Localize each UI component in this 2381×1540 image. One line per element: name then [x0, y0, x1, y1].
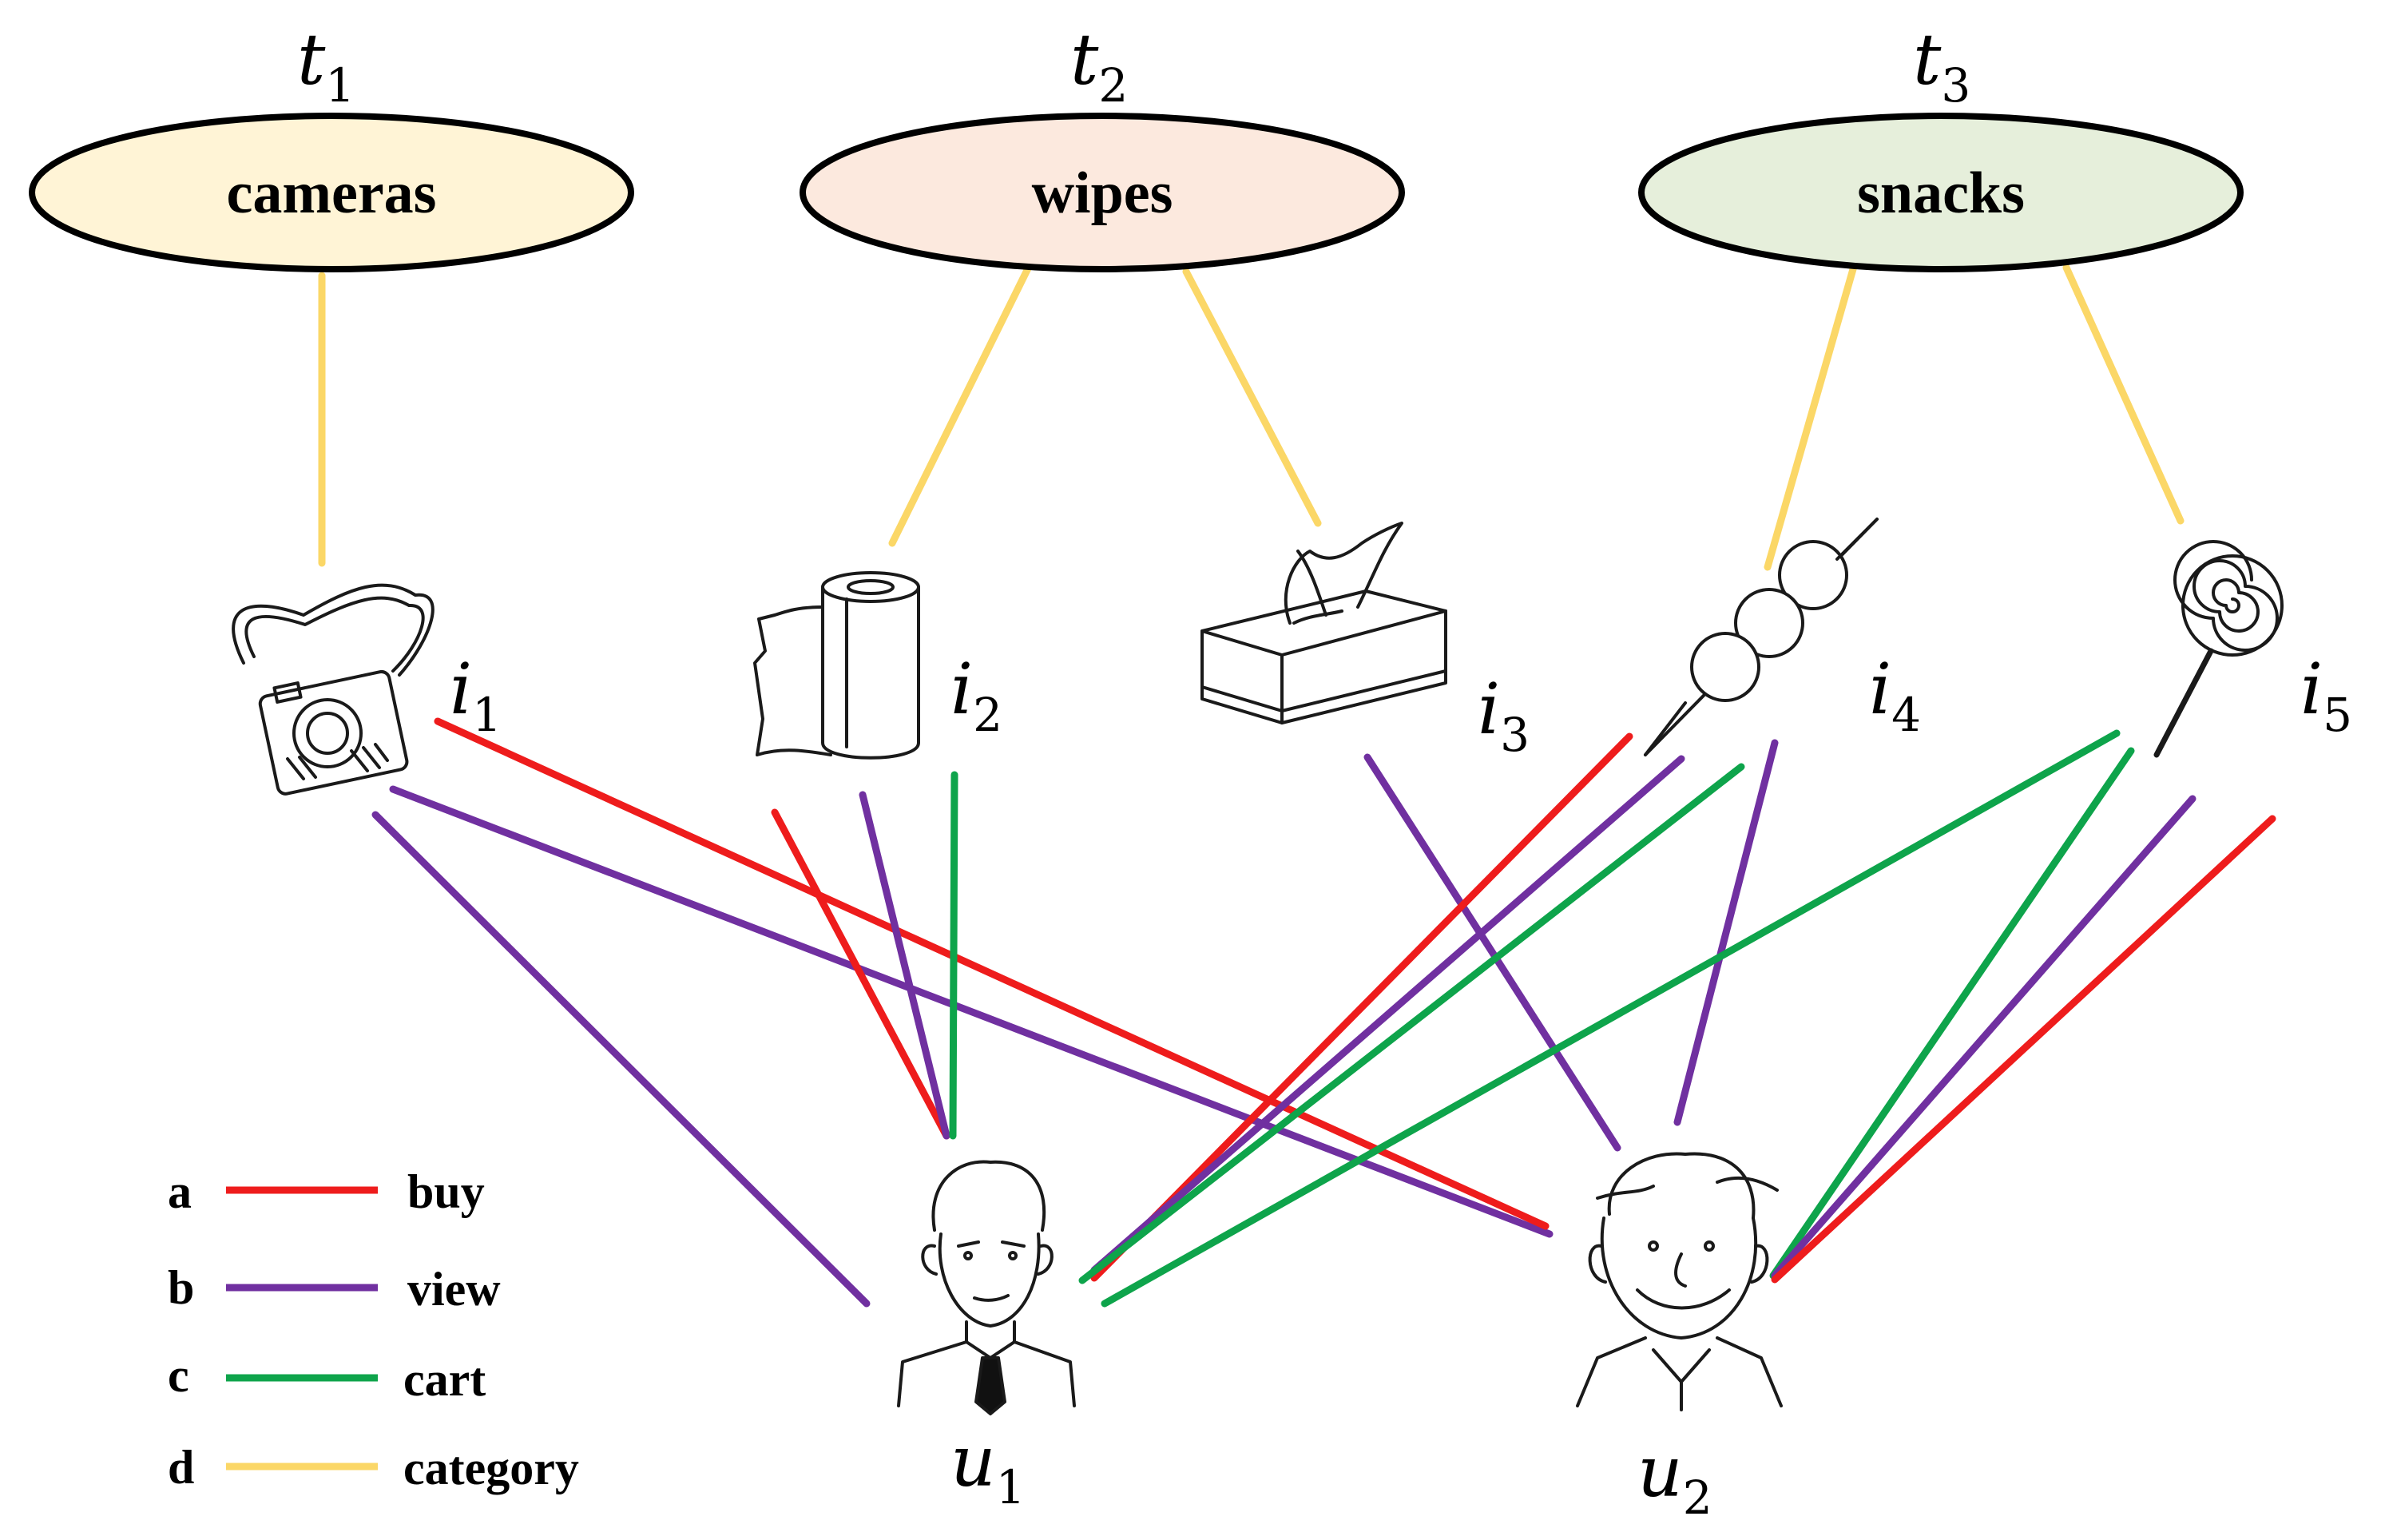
- paper-towel-roll-icon: [753, 571, 920, 760]
- edge-view-i5-u2: [1771, 795, 2196, 1280]
- legend-letter: d: [168, 1441, 194, 1494]
- edge-layer: [318, 260, 2276, 1308]
- edge-view-i4-u1: [1090, 755, 1685, 1274]
- item-variable: i2: [950, 648, 1002, 742]
- edge-cart-i5-u2: [1769, 747, 2135, 1280]
- man-with-tie-icon: [897, 1160, 1076, 1415]
- category-node-t2: wipes t2: [800, 18, 1405, 272]
- category-node-t3: snacks t3: [1638, 18, 2244, 272]
- edge-view-i1-u2: [389, 785, 1554, 1238]
- edge-category-t2-i2: [888, 260, 1034, 547]
- legend-entry-buy: a buy: [168, 1165, 485, 1218]
- edge-view-i4-u2: [1673, 739, 1779, 1126]
- edge-buy-i5-u2: [1771, 815, 2276, 1284]
- category-node-t1: cameras t1: [29, 18, 634, 272]
- item-variable: i3: [1478, 668, 1530, 762]
- category-variable: t1: [297, 18, 355, 113]
- tissue-box-icon: [1200, 522, 1447, 724]
- camera-icon: [232, 583, 435, 796]
- edge-category-t2-i3: [1182, 268, 1322, 527]
- edge-category-t3-i4: [1764, 260, 1859, 571]
- legend-label: view: [407, 1263, 501, 1316]
- category-ellipse: [29, 113, 634, 272]
- item-node-i4: i4: [1644, 518, 1921, 756]
- smiling-man-icon: [1576, 1152, 1783, 1411]
- item-node-i5: i5: [2153, 540, 2352, 758]
- category-label: snacks: [1857, 161, 2025, 226]
- legend-entry-category: d category: [168, 1441, 579, 1494]
- legend: a buy b view c cart d category: [168, 1165, 579, 1494]
- item-node-i3: i3: [1200, 522, 1530, 762]
- category-variable: t2: [1070, 18, 1128, 113]
- item-variable: i1: [450, 648, 502, 742]
- legend-label: buy: [407, 1165, 485, 1218]
- lollipop-icon: [2153, 540, 2284, 758]
- skewer-snack-icon: [1644, 518, 1879, 756]
- user-node-u1: u1: [897, 1160, 1076, 1514]
- legend-label: cart: [403, 1353, 486, 1406]
- edge-buy-i1-u2: [434, 717, 1550, 1230]
- user-node-u2: u2: [1576, 1152, 1783, 1525]
- edge-buy-i2-u1: [771, 808, 950, 1140]
- item-variable: i4: [1869, 648, 1921, 742]
- user-variable: u2: [1637, 1431, 1712, 1525]
- edge-view-i3-u2: [1363, 753, 1621, 1152]
- edge-cart-i2-u1: [949, 771, 958, 1140]
- edge-cart-i4-u1: [1078, 763, 1745, 1284]
- category-variable: t3: [1913, 18, 1970, 113]
- legend-entry-cart: c cart: [168, 1349, 486, 1406]
- legend-letter: b: [168, 1261, 194, 1314]
- user-variable: u1: [950, 1420, 1026, 1514]
- category-ellipse: [800, 113, 1405, 272]
- legend-entry-view: b view: [168, 1261, 501, 1316]
- edge-category-t3-i5: [2062, 264, 2185, 525]
- edge-view-i2-u1: [859, 791, 950, 1140]
- legend-letter: a: [168, 1165, 192, 1218]
- legend-letter: c: [168, 1349, 189, 1402]
- category-ellipse: [1638, 113, 2244, 272]
- edge-view-i1-u1: [371, 811, 871, 1308]
- item-node-i2: i2: [753, 571, 1002, 760]
- edge-cart-i5-u1: [1101, 729, 2121, 1308]
- item-node-i1: i1: [232, 583, 502, 796]
- legend-label: category: [403, 1442, 579, 1494]
- category-label: cameras: [227, 161, 437, 226]
- item-variable: i5: [2300, 648, 2352, 742]
- category-label: wipes: [1032, 161, 1173, 226]
